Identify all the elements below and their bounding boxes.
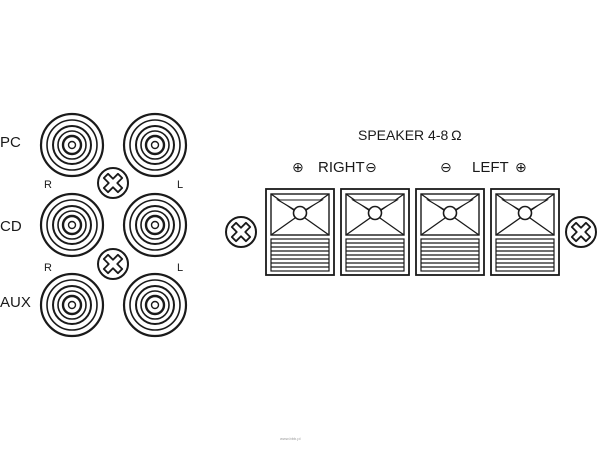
panel-screw-icon — [97, 167, 129, 199]
speaker-label-right: RIGHT — [318, 159, 365, 176]
rca-jack-aux-l — [122, 272, 188, 338]
channel-label-l-1: L — [177, 179, 183, 191]
speaker-terminal-left-negative — [415, 188, 485, 276]
polarity-symbol-left-plus: ⊕ — [515, 159, 527, 175]
speaker-label-left: LEFT — [472, 159, 509, 176]
rca-jack-pc-r — [39, 112, 105, 178]
input-label-cd: CD — [0, 218, 22, 235]
speaker-terminal-left-positive — [490, 188, 560, 276]
rca-jack-cd-l — [122, 192, 188, 258]
channel-label-r-1: R — [44, 179, 52, 191]
rca-jack-cd-r — [39, 192, 105, 258]
watermark-text: www.bbb.pl — [280, 436, 301, 441]
polarity-symbol-left-minus: ⊖ — [440, 159, 452, 175]
polarity-symbol-right-minus: ⊖ — [365, 159, 377, 175]
rca-jack-pc-l — [122, 112, 188, 178]
channel-label-l-2: L — [177, 262, 183, 274]
speaker-terminal-right-negative — [340, 188, 410, 276]
speaker-title: SPEAKER 4-8 Ω — [358, 127, 462, 143]
channel-label-r-2: R — [44, 262, 52, 274]
polarity-symbol-right-plus: ⊕ — [292, 159, 304, 175]
input-label-pc: PC — [0, 134, 21, 151]
speaker-terminal-right-positive — [265, 188, 335, 276]
input-label-aux: AUX — [0, 294, 31, 311]
panel-screw-icon — [97, 248, 129, 280]
panel-screw-icon — [565, 216, 597, 248]
panel-screw-icon — [225, 216, 257, 248]
rca-jack-aux-r — [39, 272, 105, 338]
